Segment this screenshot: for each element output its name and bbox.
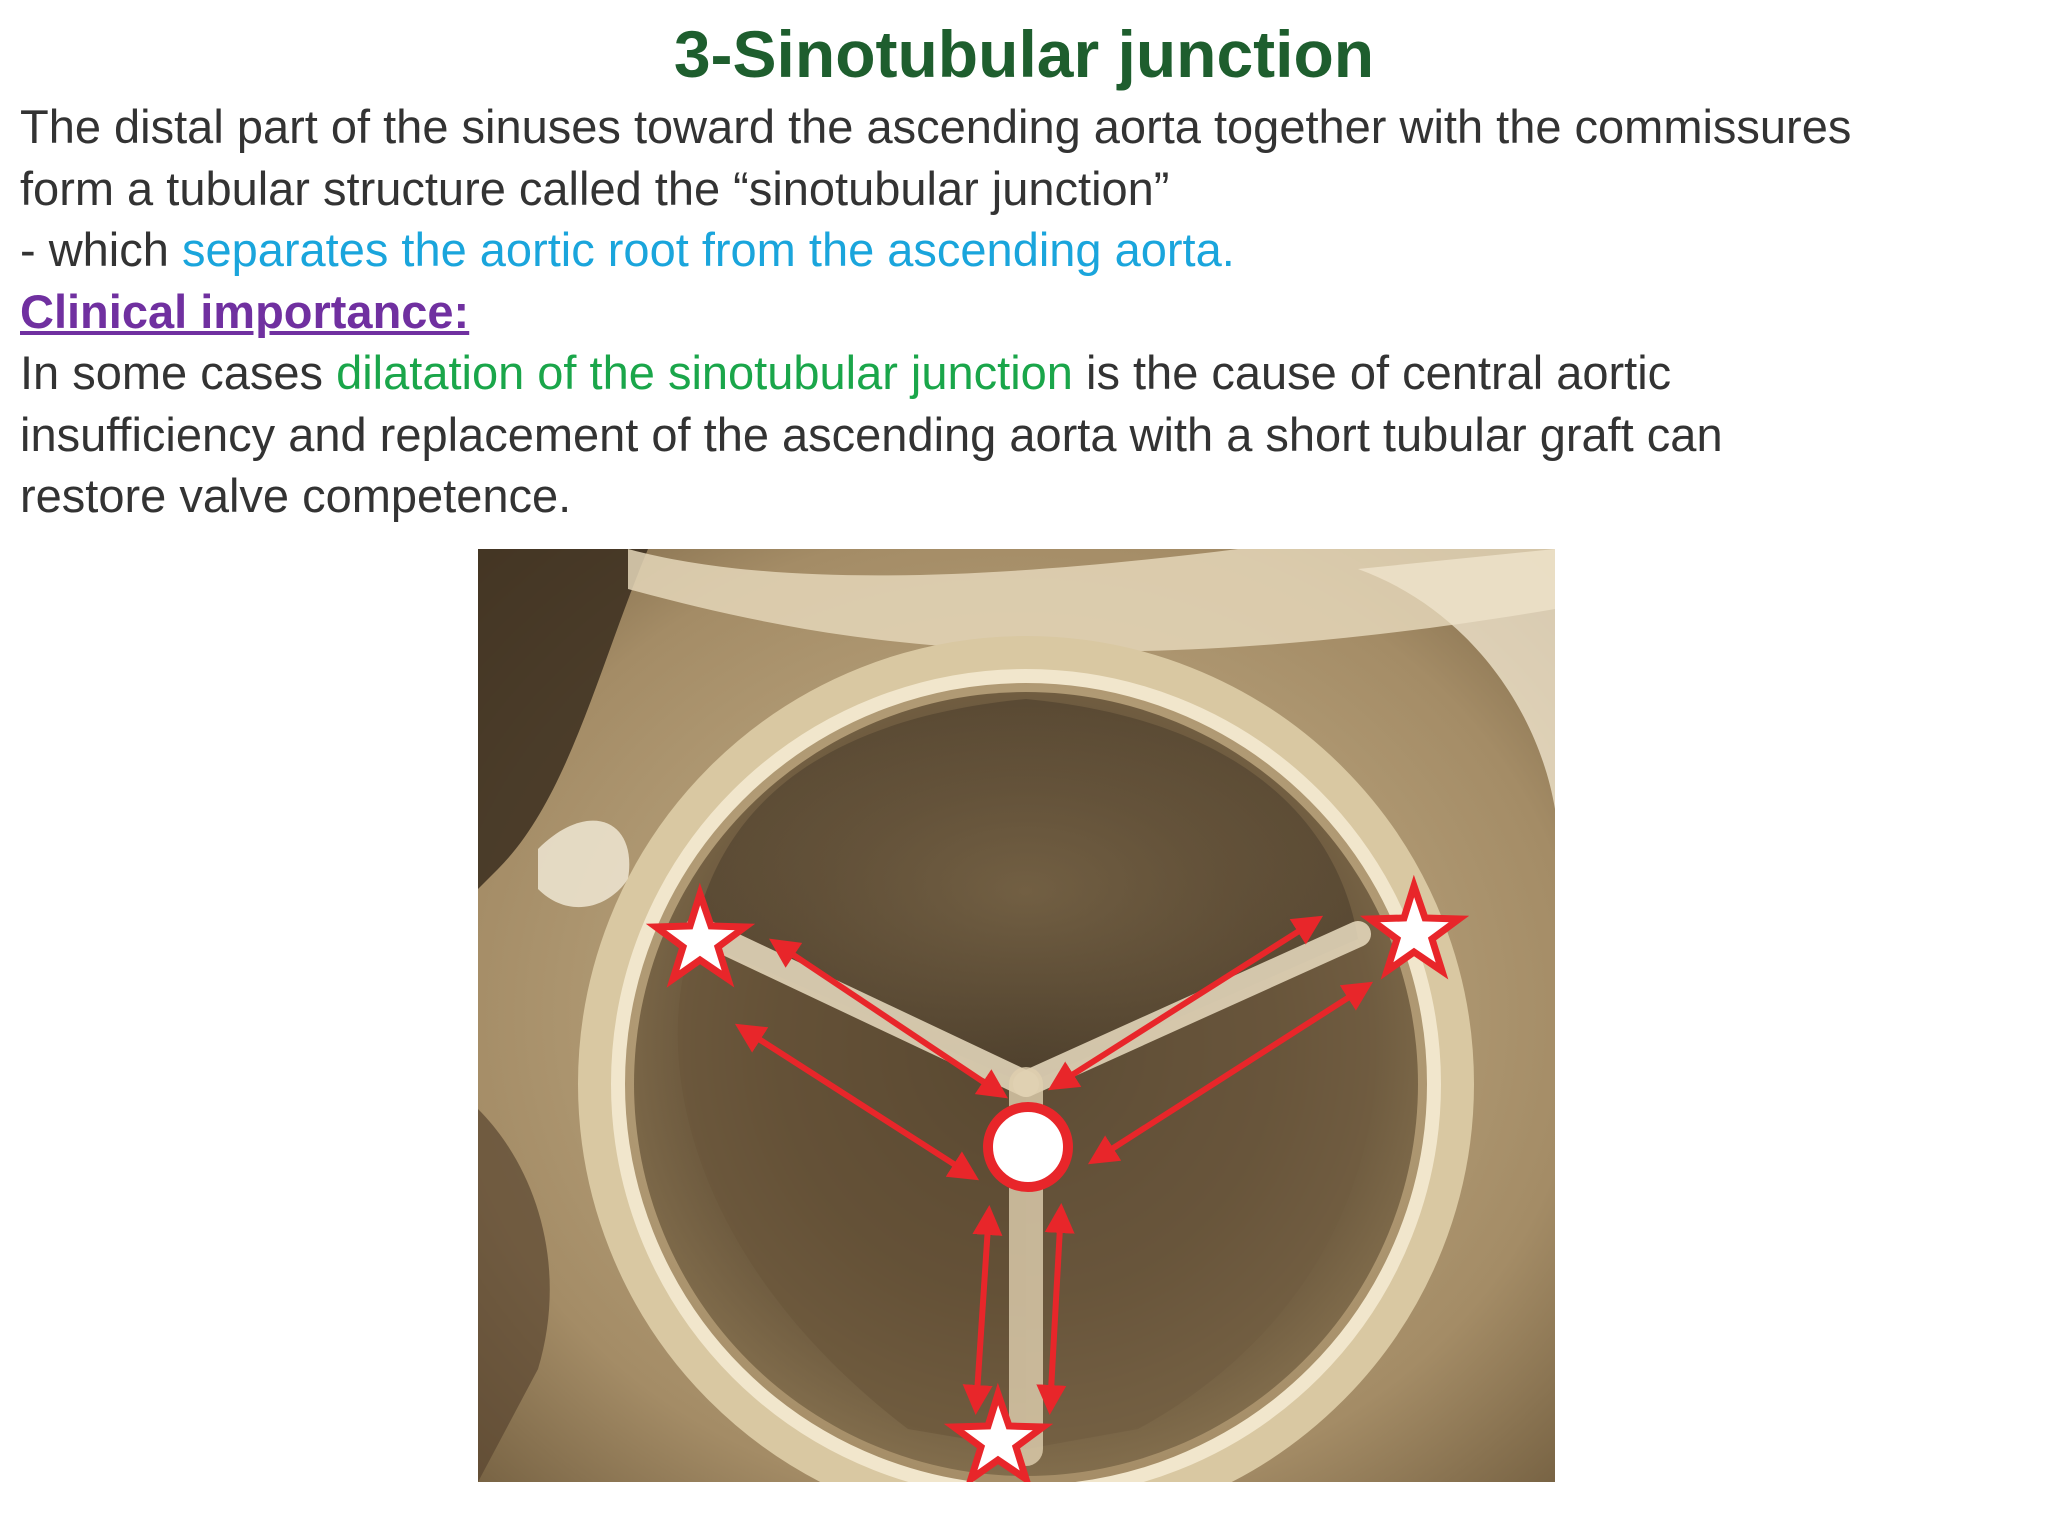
double-headed-arrow-lower-right: [1087, 981, 1374, 1165]
double-headed-arrow-bottom-right: [1036, 1203, 1075, 1415]
double-headed-arrow-bottom-left: [962, 1205, 1003, 1415]
paragraph2-line1-suffix: is the cause of central aortic: [1072, 346, 1672, 399]
dark-region-lower-left: [478, 1109, 550, 1482]
pale-fold-left: [538, 820, 630, 908]
aortic-valve-photo: [478, 549, 1555, 1482]
pale-fold-top-right: [1358, 549, 1555, 809]
separates-highlight: separates the aortic root from the ascen…: [181, 223, 1235, 276]
double-headed-arrow-lower-left: [734, 1023, 980, 1181]
pale-fold-top: [628, 549, 1555, 652]
double-headed-arrows: [734, 915, 1374, 1415]
paragraph2-line2: insufficiency and replacement of the asc…: [20, 407, 1723, 461]
aortic-wall-outer: [578, 636, 1474, 1482]
dilatation-highlight: dilatation of the sinotubular junction: [336, 346, 1073, 399]
paragraph2-line1-prefix: In some cases: [20, 346, 337, 399]
paragraph2-line1: In some cases dilatation of the sinotubu…: [20, 342, 2030, 404]
paragraph1-line1: The distal part of the sinuses toward th…: [20, 100, 1852, 153]
paragraph1-line3: - which separates the aortic root from t…: [20, 219, 2030, 281]
aortic-wall-highlight: [611, 669, 1441, 1482]
star-marker-right: [1359, 874, 1470, 980]
clinical-importance-heading: Clinical importance:: [20, 284, 470, 338]
slide-title: 3-Sinotubular junction: [673, 17, 1375, 91]
paragraph2-line3: restore valve competence.: [20, 469, 572, 522]
star-marker-left: [645, 882, 756, 988]
star-marker-bottom: [943, 1382, 1054, 1482]
center-circle-marker: [983, 1102, 1073, 1192]
paragraph1-line2: form a tubular structure called the “sin…: [20, 161, 1170, 215]
dark-region-upper-left: [478, 549, 648, 889]
paragraph1-line3-prefix: - which: [20, 223, 182, 276]
aortic-valve-illustration: [478, 549, 1555, 1482]
slide-body: The distal part of the sinuses toward th…: [20, 96, 2030, 527]
